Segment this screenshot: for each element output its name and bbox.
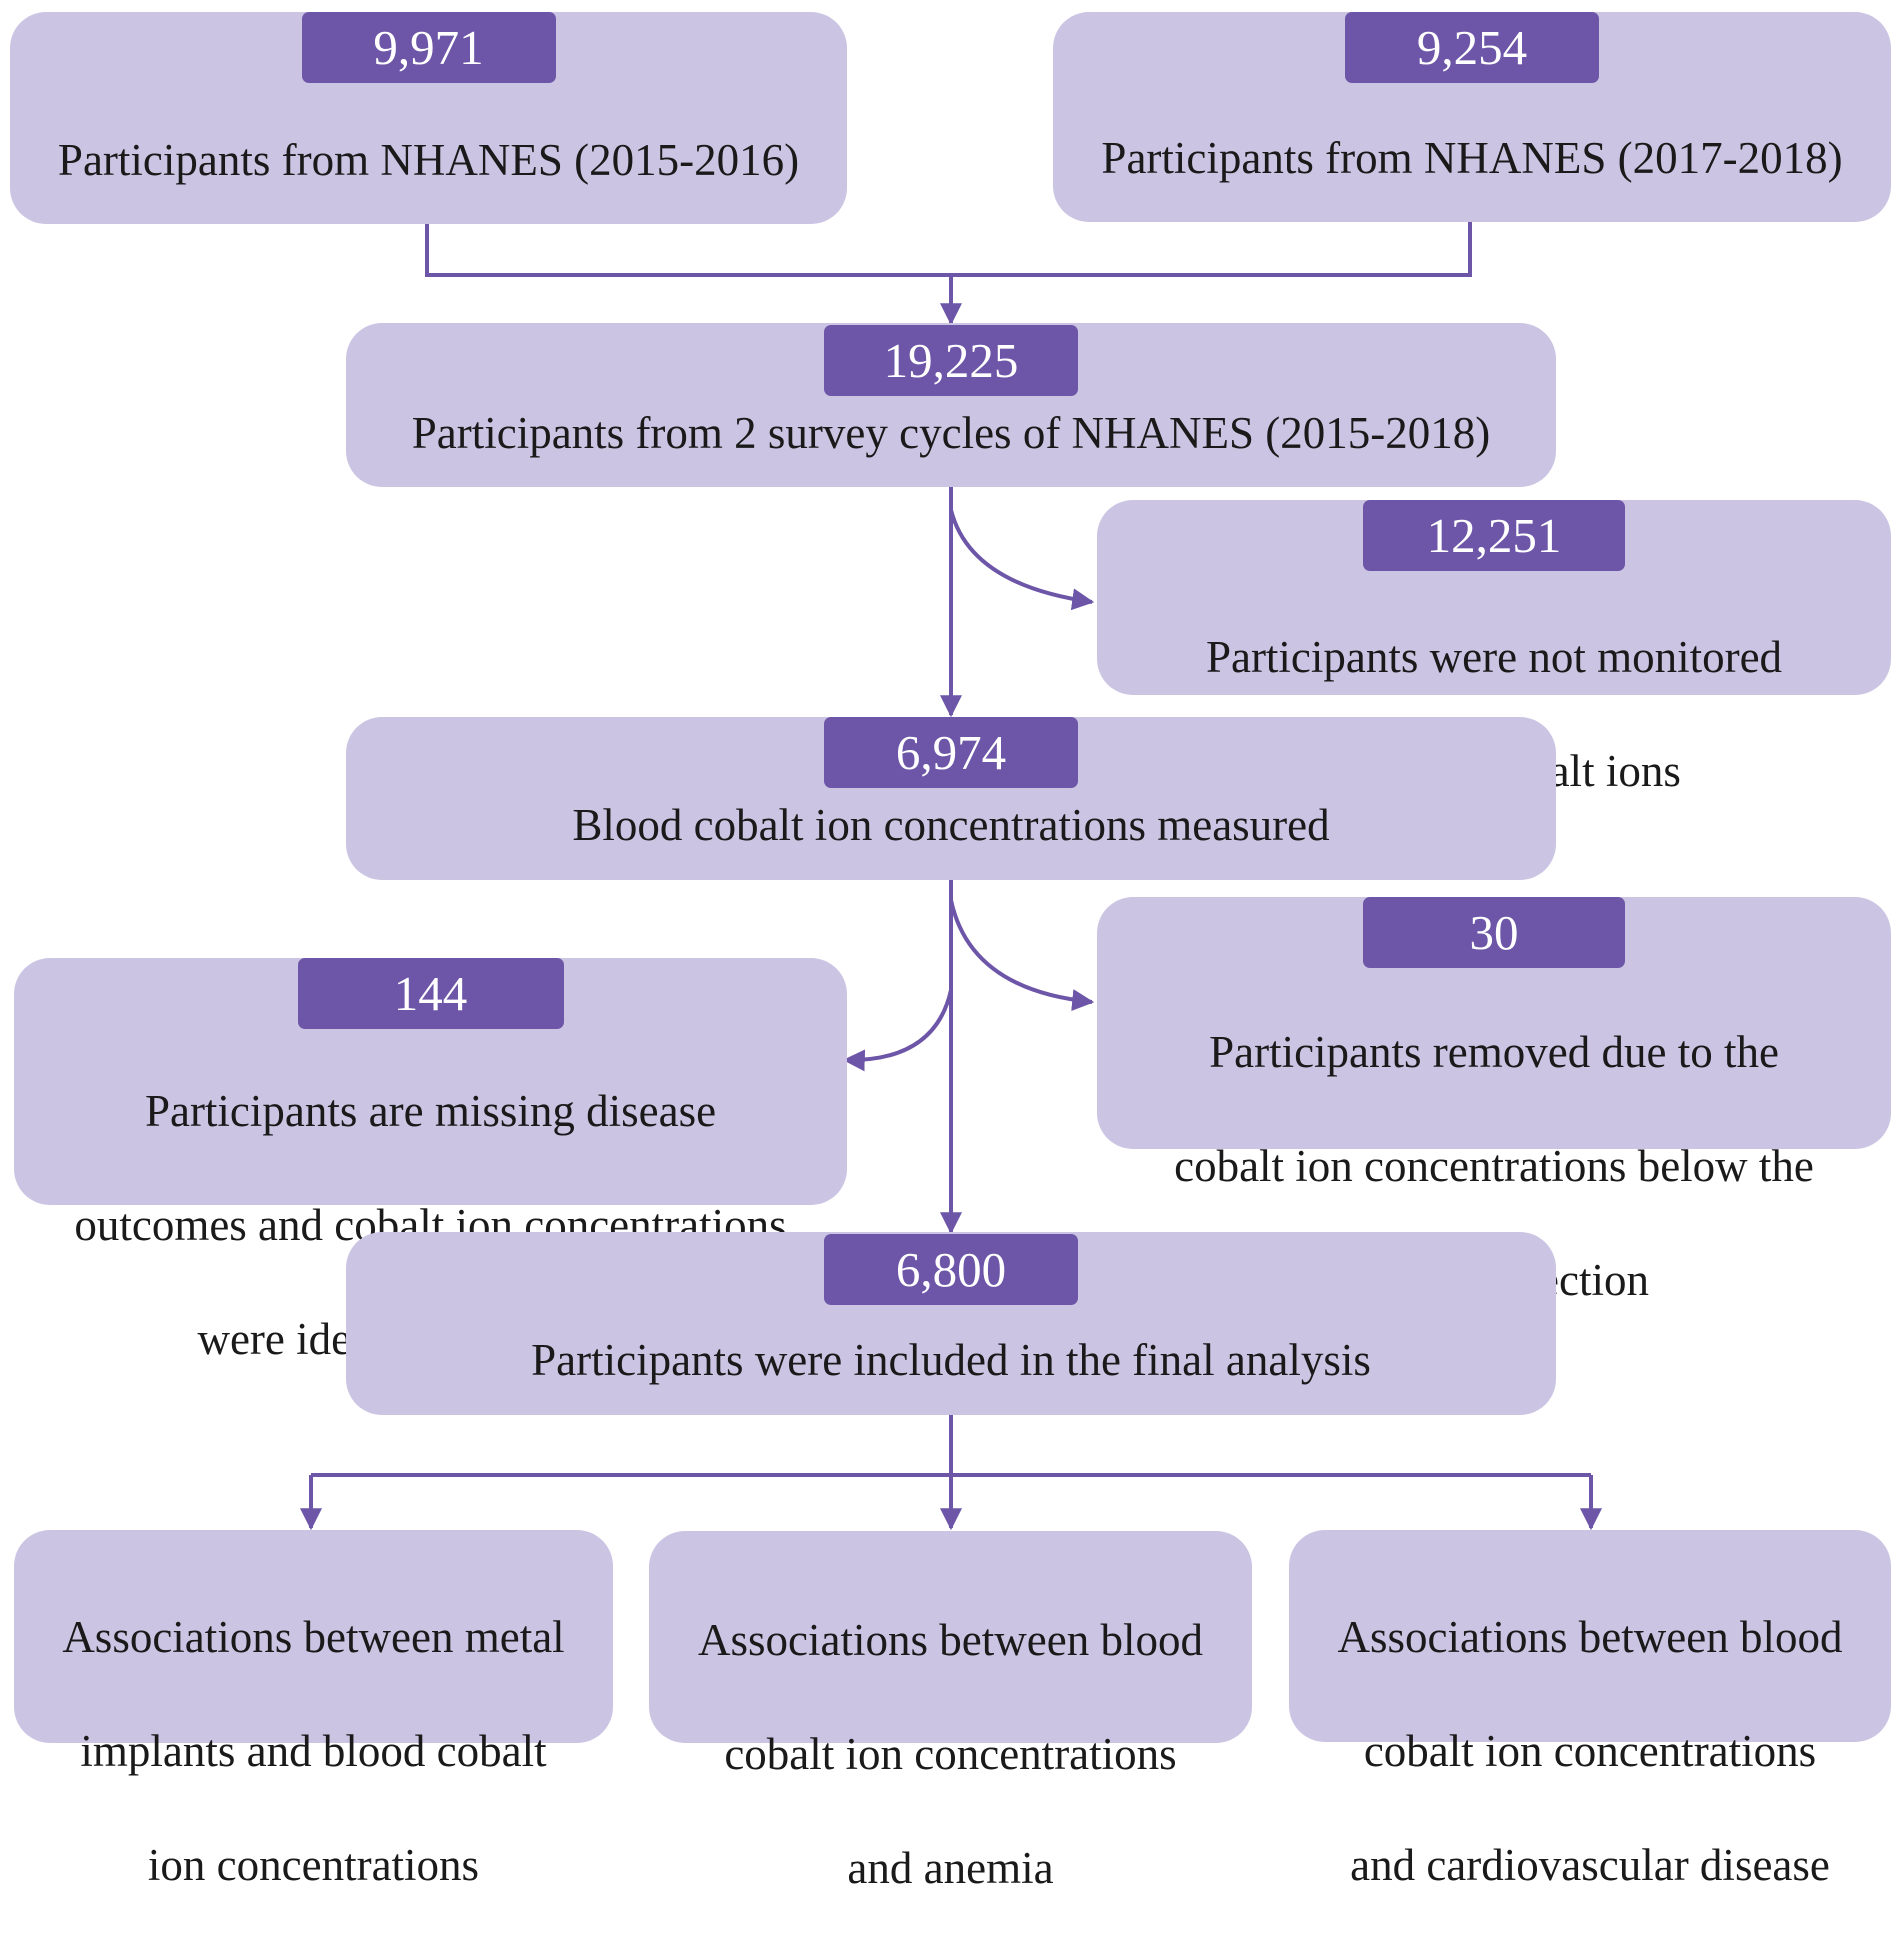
final-label: Participants were included in the final … <box>531 1335 1371 1385</box>
cvd-outcome-label: Associations between blood cobalt ion co… <box>1289 1552 1891 1951</box>
below-lod-box: 30 Participants removed due to the cobal… <box>1097 897 1891 1305</box>
implants-outcome-box: Associations between metal implants and … <box>14 1530 613 1890</box>
measured-box: 6,974 Blood cobalt ion concentrations me… <box>346 717 1556 880</box>
merge-connector <box>425 222 1472 277</box>
outliers-box: 144 Participants are missing disease out… <box>14 958 847 1364</box>
cvd-outcome-box: Associations between blood cobalt ion co… <box>1289 1530 1891 1890</box>
not-monitored-label-line: Participants were not monitored <box>1205 632 1783 682</box>
cvd-outcome-label-line: cobalt ion concentrations <box>1363 1726 1817 1776</box>
final-count-badge: 6,800 <box>824 1234 1078 1305</box>
combined-count-badge: 19,225 <box>824 325 1078 396</box>
measured-count-badge: 6,974 <box>824 717 1078 788</box>
anemia-outcome-box: Associations between blood cobalt ion co… <box>649 1531 1252 1893</box>
nhanes-2017-count-badge: 9,254 <box>1345 12 1599 83</box>
anemia-outcome-label-line: Associations between blood <box>698 1615 1203 1665</box>
implants-outcome-label-line: ion concentrations <box>147 1840 480 1890</box>
nhanes-2015-label: Participants from NHANES (2015-2016) <box>57 135 800 185</box>
arrow-to-not-monitored <box>949 509 1095 611</box>
below-lod-label-line: Participants removed due to the <box>1209 1027 1779 1077</box>
anemia-outcome-label: Associations between blood cobalt ion co… <box>649 1555 1252 1954</box>
nhanes-2017-label: Participants from NHANES (2017-2018) <box>1101 133 1843 183</box>
outliers-count-badge: 144 <box>297 958 564 1029</box>
nhanes-2015-count-badge: 9,971 <box>301 12 556 83</box>
final-box: 6,800 Participants were included in the … <box>346 1232 1556 1415</box>
not-monitored-box: 12,251 Participants were not monitored f… <box>1097 500 1891 796</box>
measured-label: Blood cobalt ion concentrations measured <box>572 800 1330 850</box>
not-monitored-count-badge: 12,251 <box>1363 500 1625 571</box>
below-lod-label-line: cobalt ion concentrations below the <box>1174 1141 1814 1191</box>
implants-outcome-label-line: implants and blood cobalt <box>80 1726 547 1776</box>
nhanes-2017-box: 9,254 Participants from NHANES (2017-201… <box>1053 12 1891 222</box>
anemia-outcome-label-line: cobalt ion concentrations <box>724 1729 1177 1779</box>
anemia-outcome-label-line: and anemia <box>847 1843 1054 1893</box>
combined-box: 19,225 Participants from 2 survey cycles… <box>346 323 1556 487</box>
nhanes-2015-box: 9,971 Participants from NHANES (2015-201… <box>10 12 847 224</box>
implants-outcome-label: Associations between metal implants and … <box>14 1552 613 1951</box>
combined-label: Participants from 2 survey cycles of NHA… <box>411 408 1491 458</box>
arrow-to-below-lod <box>949 899 1095 1012</box>
below-lod-count-badge: 30 <box>1363 897 1625 968</box>
outliers-label-line: Participants are missing disease <box>144 1086 717 1136</box>
arrow-to-outliers <box>842 989 953 1072</box>
cvd-outcome-label-line: and cardiovascular disease <box>1350 1840 1830 1890</box>
connector-layer <box>300 222 1602 1531</box>
cvd-outcome-label-line: Associations between blood <box>1337 1612 1843 1662</box>
implants-outcome-label-line: Associations between metal <box>62 1612 565 1662</box>
